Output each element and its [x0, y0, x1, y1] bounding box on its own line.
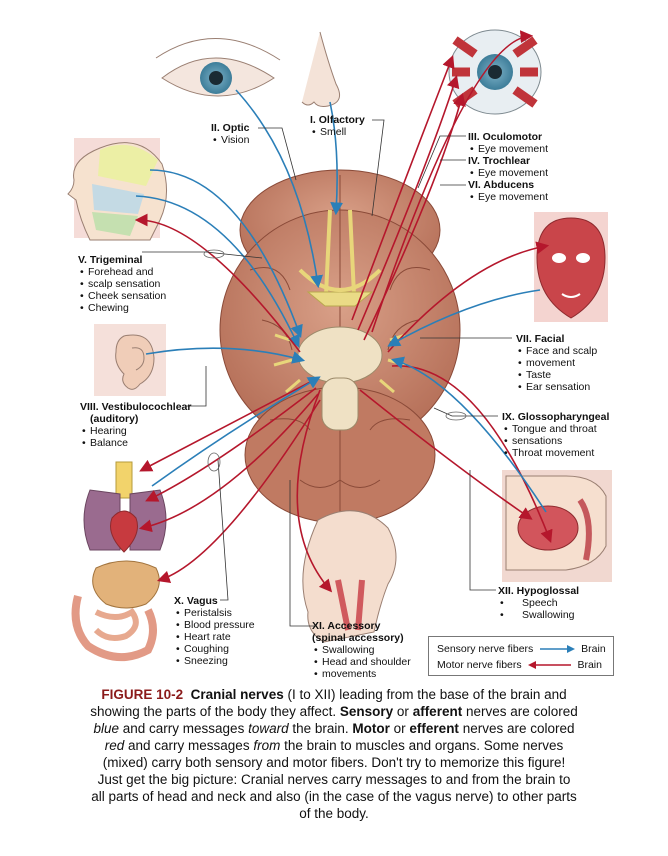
caption-text: nerves are colored: [462, 704, 578, 719]
legend-sensory-target: Brain: [581, 643, 606, 655]
label-vagus: X. Vagus Peristalsis Blood pressure Hear…: [174, 595, 255, 667]
right-arrow-icon: [540, 645, 576, 654]
nerve-function: Sneezing: [174, 655, 255, 667]
nerve-function: Forehead and: [78, 266, 166, 278]
nerve-function: Tongue and throat: [502, 423, 609, 435]
throat-tongue-illustration: [502, 470, 612, 582]
nerve-bundle-marker: [203, 249, 225, 259]
caption-term: efferent: [409, 721, 459, 736]
thoracic-abdominal-organs-illustration: [71, 461, 167, 662]
caption-text: (I to XII) leading from the base of the …: [90, 687, 567, 719]
eye-illustration: [155, 38, 281, 97]
ear-illustration: [94, 324, 166, 396]
nerve-function: Eye movement: [468, 143, 548, 155]
nerve-function: Chewing: [78, 302, 166, 314]
nerve-name: X. Vagus: [174, 595, 218, 607]
caption-term: Motor: [352, 721, 390, 736]
nerve-name: III. Oculomotor: [468, 131, 543, 143]
legend-sensory-label: Sensory nerve fibers: [437, 643, 534, 655]
nerve-function: Ear sensation: [516, 381, 597, 393]
nerve-name-alt: (spinal accessory): [312, 632, 404, 644]
nerve-name: XII. Hypoglossal: [498, 585, 580, 597]
figure-caption: FIGURE 10-2 Cranial nerves (I to XII) le…: [90, 686, 578, 822]
nerve-function: Smell: [310, 126, 365, 138]
nerve-function: Balance: [80, 437, 191, 449]
nerve-function: Heart rate: [174, 631, 255, 643]
label-hypoglossal: XII. Hypoglossal Speech Swallowing: [498, 585, 579, 621]
nerve-name: IV. Trochlear: [468, 155, 531, 167]
nerve-function: Taste: [516, 369, 597, 381]
legend-motor-target: Brain: [577, 659, 602, 671]
label-glossopharyngeal: IX. Glossopharyngeal Tongue and throat s…: [502, 411, 609, 459]
caption-text: or: [393, 704, 413, 719]
nerve-function: Hearing: [80, 425, 191, 437]
caption-emphasis: toward: [248, 721, 289, 736]
label-oculomotor-trochlear-abducens: III. Oculomotor Eye movement IV. Trochle…: [468, 131, 548, 203]
nose-illustration: [301, 31, 341, 107]
nerve-function-cont: movements: [312, 668, 411, 680]
nerve-name: VII. Facial: [516, 333, 565, 345]
caption-text: nerves are colored: [458, 721, 575, 736]
neck-shoulder-illustration: [302, 510, 397, 643]
label-olfactory: I. Olfactory Smell: [310, 114, 365, 138]
nerve-function: Cheek sensation: [78, 290, 166, 302]
nerve-name: I. Olfactory: [310, 114, 365, 126]
figure-number: FIGURE 10-2: [101, 687, 184, 702]
nerve-name: II. Optic: [211, 122, 250, 134]
nerve-function-cont: scalp sensation: [78, 278, 166, 290]
nerve-function: Blood pressure: [174, 619, 255, 631]
facial-muscles-illustration: [534, 212, 608, 322]
caption-text: or: [389, 721, 410, 736]
label-facial: VII. Facial Face and scalp movement Tast…: [516, 333, 597, 393]
nerve-name: IX. Glossopharyngeal: [502, 411, 610, 423]
nerve-function: Speech: [498, 597, 579, 609]
label-trigeminal: V. Trigeminal Forehead and scalp sensati…: [78, 254, 166, 314]
legend: Sensory nerve fibers Brain Motor nerve f…: [428, 636, 614, 676]
nerve-function: Face and scalp: [516, 345, 597, 357]
nerve-name-alt: (auditory): [90, 413, 139, 425]
nerve-pathways: [134, 30, 553, 593]
nerve-function: Eye movement: [468, 191, 548, 203]
caption-emphasis: from: [253, 738, 281, 753]
caption-text: the brain.: [288, 721, 353, 736]
nerve-function: Throat movement: [502, 447, 609, 459]
nerve-bundle-marker: [207, 452, 221, 472]
nerve-function: Vision: [211, 134, 250, 146]
brain-base-illustration: [219, 169, 461, 524]
nerve-name: VIII. Vestibulocochlear: [80, 401, 192, 413]
left-arrow-icon: [527, 661, 571, 670]
caption-title: Cranial nerves: [190, 687, 284, 702]
nerve-bundle-marker: [445, 411, 467, 421]
caption-emphasis: red: [104, 738, 125, 753]
nerve-function: Coughing: [174, 643, 255, 655]
nerve-function-cont: movement: [516, 357, 597, 369]
label-vestibulocochlear: VIII. Vestibulocochlear (auditory) Heari…: [80, 401, 191, 449]
nerve-name: XI. Accessory: [312, 620, 381, 632]
caption-emphasis: blue: [93, 721, 120, 736]
eyeball-muscles-illustration: [448, 29, 542, 115]
legend-motor-label: Motor nerve fibers: [437, 659, 522, 671]
caption-text: and carry messages: [119, 721, 249, 736]
nerve-function: Peristalsis: [174, 607, 255, 619]
label-optic: II. Optic Vision: [211, 122, 250, 146]
head-profile-illustration: [67, 138, 167, 241]
label-leader-lines: [142, 119, 512, 627]
caption-term: afferent: [412, 704, 463, 719]
nerve-function-cont: sensations: [502, 435, 609, 447]
legend-sensory: Sensory nerve fibers Brain: [437, 643, 606, 655]
legend-motor: Motor nerve fibers Brain: [437, 659, 602, 671]
nerve-name: VI. Abducens: [468, 179, 535, 191]
caption-term: Sensory: [339, 704, 394, 719]
nerve-name: V. Trigeminal: [78, 254, 143, 266]
nerve-function: Head and shoulder: [312, 656, 411, 668]
nerve-function: Swallowing: [498, 609, 579, 621]
caption-text: and carry messages: [124, 738, 254, 753]
nerve-function: Swallowing: [312, 644, 411, 656]
caption-text: the brain to muscles and organs. Some ne…: [91, 738, 577, 821]
label-accessory: XI. Accessory (spinal accessory) Swallow…: [312, 620, 411, 680]
nerve-function: Eye movement: [468, 167, 548, 179]
